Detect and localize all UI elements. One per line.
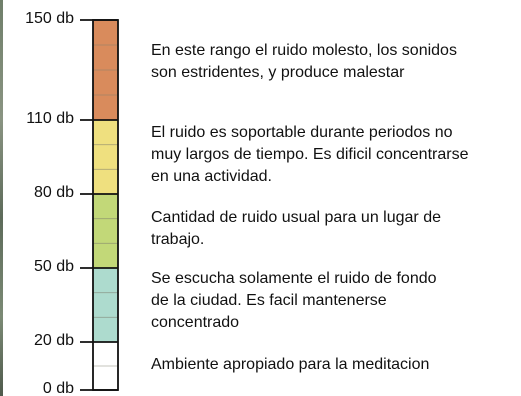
description-line: trabajo. bbox=[151, 231, 205, 248]
tick-label-150: 150 db bbox=[25, 10, 74, 27]
left-edge-strip bbox=[0, 0, 3, 396]
description-4: Se escucha solamente el ruido de fondo de… bbox=[151, 268, 437, 334]
description-2: El ruido es soportable durante periodos … bbox=[151, 122, 468, 188]
description-line: En este rango el ruido molesto, los soni… bbox=[151, 42, 457, 59]
band-50-80 bbox=[93, 194, 118, 268]
description-line: El ruido es soportable durante periodos … bbox=[151, 124, 453, 141]
tick-label-50: 50 db bbox=[33, 258, 74, 275]
band-80-110 bbox=[93, 120, 118, 194]
tick-label-80: 80 db bbox=[33, 184, 74, 201]
description-line: Cantidad de ruido usual para un lugar de bbox=[151, 209, 441, 226]
description-line: Se escucha solamente el ruido de fondo bbox=[151, 270, 437, 287]
tick-label-110: 110 db bbox=[26, 110, 74, 127]
tick-label-0: 0 db bbox=[42, 380, 74, 396]
band-20-50 bbox=[93, 268, 118, 342]
description-5: Ambiente apropiado para la meditacion bbox=[151, 354, 429, 376]
description-line: son estridentes, y produce malestar bbox=[151, 64, 405, 81]
description-line: Ambiente apropiado para la meditacion bbox=[151, 356, 430, 373]
description-1: En este rango el ruido molesto, los soni… bbox=[151, 40, 457, 84]
description-line: de la ciudad. Es facil mantenerse bbox=[151, 292, 387, 309]
description-line: concentrado bbox=[151, 314, 240, 331]
tick-label-20: 20 db bbox=[33, 332, 74, 349]
description-3: Cantidad de ruido usual para un lugar de… bbox=[151, 207, 441, 251]
description-line: en una actividad. bbox=[151, 168, 272, 185]
description-line: muy largos de tiempo. Es dificil concent… bbox=[151, 146, 469, 163]
